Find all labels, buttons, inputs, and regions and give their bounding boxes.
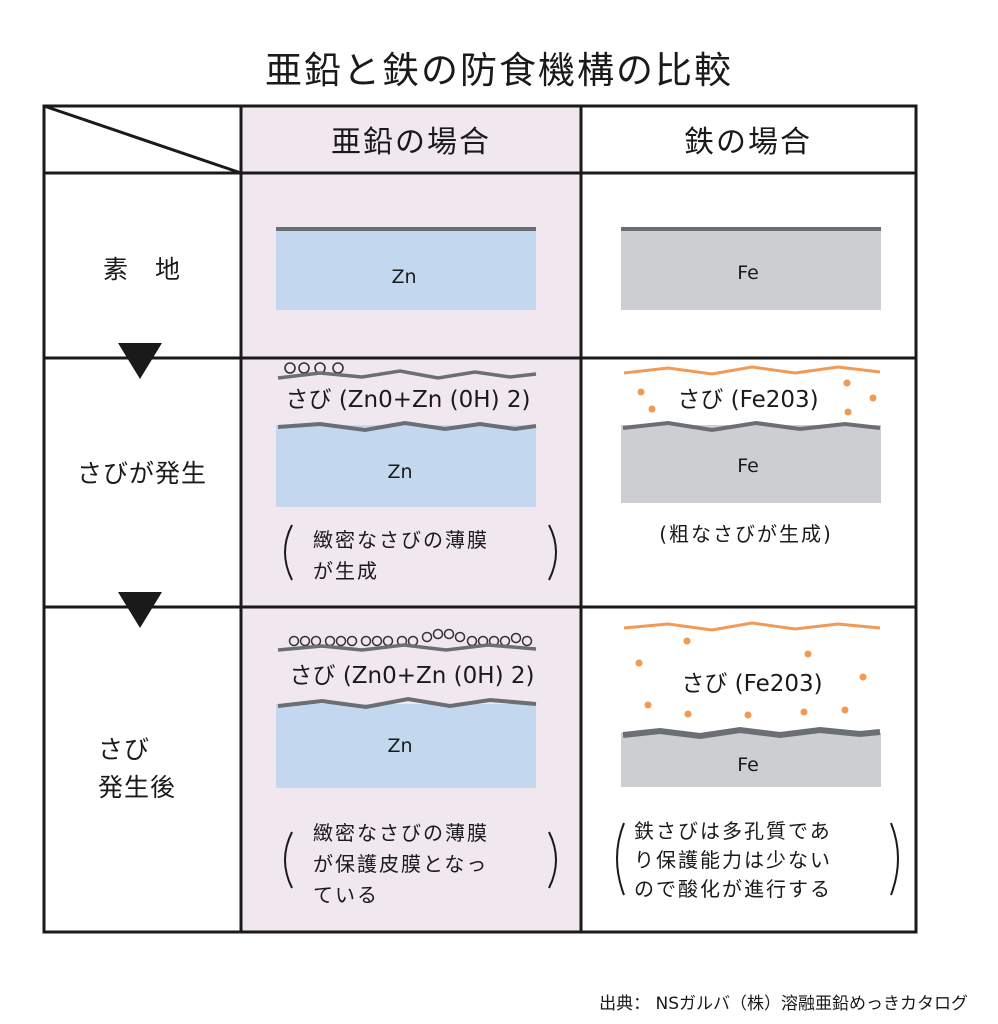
iron-symbol: Fe [737,262,759,284]
iron-column-header: 鉄の場合 [684,125,812,160]
row-label-after-rust-line2: 発生後 [98,773,176,802]
iron-surface-line [622,726,881,740]
zinc-surface-line [277,696,537,710]
iron-rust-particles [637,379,877,416]
row-label-base: 素 地 [103,255,181,284]
left-bracket [616,822,625,896]
right-bracket [548,831,557,889]
iron-rust-particles [635,637,867,719]
zinc-block [276,425,536,507]
zinc-block [276,704,536,788]
iron-block [621,733,881,787]
zinc-symbol: Zn [387,461,412,483]
diagram-title: 亜鉛と鉄の防食機構の比較 [265,49,733,92]
iron-after-rust-note: ので酸化が進行する [634,877,832,901]
left-bracket [284,831,293,889]
iron-surface-line [622,420,881,433]
zinc-after-rust-note: ている [313,883,379,907]
zinc-rust-film-line [277,369,537,380]
zinc-block [276,229,536,310]
iron-rust-forming-note: (粗なさびが生成) [659,522,833,546]
down-arrow-icon [118,343,162,379]
zinc-after-rust-note: が保護皮膜となっ [313,852,488,876]
source-citation: 出典： NSガルバ（株）溶融亜鉛めっきカタログ [599,994,968,1014]
zinc-column-header: 亜鉛の場合 [331,125,491,160]
iron-after-rust-note: り保護能力は少ない [634,848,832,872]
zinc-rust-label: さび (Zn0+Zn (0H) 2) [290,663,535,689]
iron-block [621,425,881,503]
row-label-after-rust-line1: さび [98,735,150,764]
down-arrow-icon [118,592,162,628]
zinc-symbol: Zn [391,266,416,288]
zinc-rust-forming-note: 緻密なさびの薄膜 [313,528,489,552]
iron-rust-label: さび (Fe203) [681,671,822,697]
zinc-surface-line [277,420,537,433]
zinc-rust-label: さび (Zn0+Zn (0H) 2) [286,387,531,413]
zinc-rust-forming-note: が生成 [313,559,379,583]
iron-rust-line [623,365,881,376]
iron-after-rust-note: 鉄さびは多孔質であ [634,819,832,843]
zinc-rust-particles [288,628,533,647]
iron-rust-line [623,621,881,632]
zinc-rust-film-line [277,643,537,652]
table-grid [42,104,918,934]
zinc-after-rust-note: 緻密なさびの薄膜 [313,821,489,845]
zinc-symbol: Zn [387,735,412,757]
row-label-rust-forming: さびが発生 [77,459,207,488]
corner-diagonal [43,104,242,175]
iron-symbol: Fe [737,455,759,477]
iron-rust-label: さび (Fe203) [677,387,818,413]
right-bracket [548,524,557,581]
iron-block [621,229,881,310]
left-bracket [284,524,293,581]
right-bracket [890,822,899,896]
iron-symbol: Fe [737,754,759,776]
